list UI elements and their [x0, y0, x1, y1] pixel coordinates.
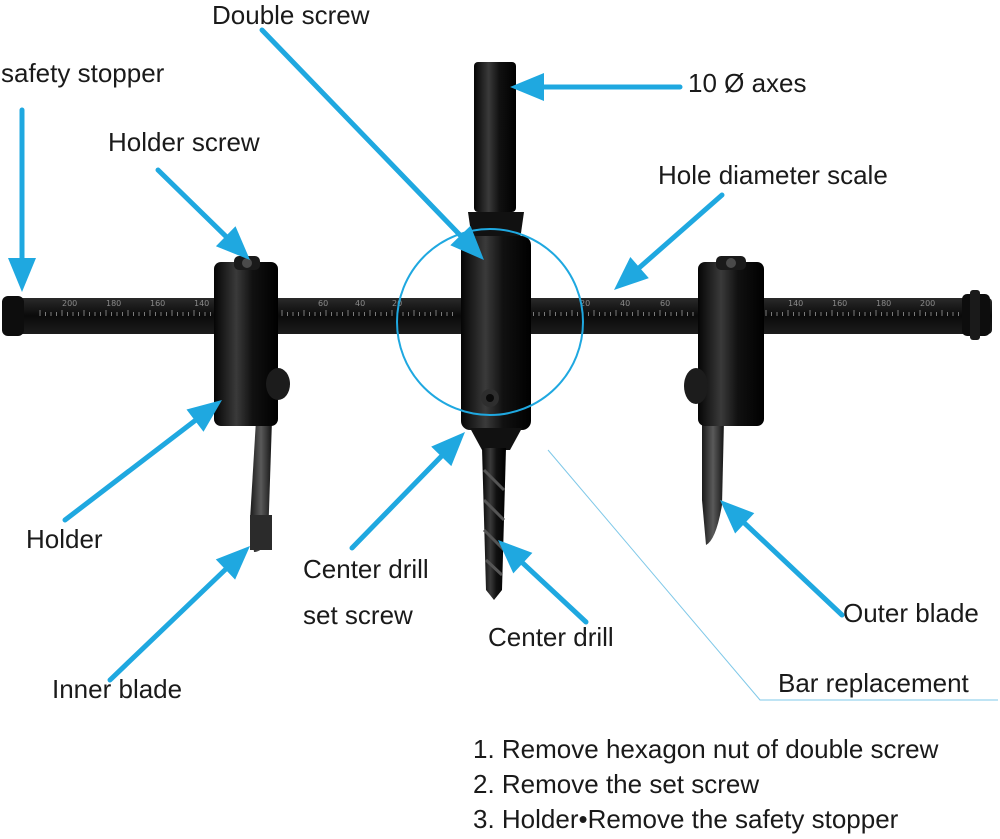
scale-right-3: 140 — [788, 299, 803, 308]
label-double-screw: Double screw — [212, 0, 370, 30]
double-screw-arrow — [259, 27, 484, 260]
hole-diameter-scale-arrow — [614, 192, 725, 290]
scale-left-2: 160 — [150, 299, 165, 308]
scale-left-0: 200 — [62, 299, 77, 308]
right-holder — [684, 256, 764, 545]
label-axes: 10 Ø axes — [688, 68, 807, 98]
holder-screw-arrow — [155, 167, 250, 260]
center-drill-arrow — [498, 540, 589, 625]
callout-arrows — [8, 27, 845, 683]
scale-right-0: 20 — [580, 299, 590, 308]
scale-right-5: 180 — [876, 299, 891, 308]
label-center-drill: Center drill — [488, 622, 614, 652]
hex-shank — [474, 62, 516, 212]
scale-left-3: 140 — [194, 299, 209, 308]
label-holder-screw: Holder screw — [108, 127, 260, 157]
center-drill-set-screw-arrow — [349, 432, 465, 551]
inner-blade-arrow — [107, 546, 250, 683]
scale-right-2: 60 — [660, 299, 670, 308]
scale-left-4: 60 — [318, 299, 328, 308]
label-inner-blade: Inner blade — [52, 674, 183, 704]
label-holder: Holder — [26, 524, 103, 554]
holder-arrow — [62, 400, 222, 523]
step-1: 1. Remove hexagon nut of double screw — [473, 734, 939, 764]
step-3: 3. Holder•Remove the safety stopper — [473, 804, 899, 834]
left-holder — [214, 256, 290, 552]
scale-left-6: 20 — [392, 299, 402, 308]
safety-stopper-arrow — [8, 107, 36, 292]
label-hole-diameter-scale: Hole diameter scale — [658, 160, 888, 190]
bar-replacement-guide-line — [547, 449, 998, 701]
step-2: 2. Remove the set screw — [473, 769, 760, 799]
axes-arrow — [510, 73, 683, 101]
holder-knob-right — [684, 368, 708, 404]
central-body — [461, 236, 531, 430]
label-center-drill-set-screw-line1: Center drill — [303, 554, 429, 584]
highlight-circle — [396, 228, 584, 416]
label-center-drill-set-screw-line2: set screw — [303, 600, 413, 630]
label-safety-stopper: safety stopper — [1, 58, 165, 88]
scale-right-6: 200 — [920, 299, 935, 308]
hole-diameter-scale-marks: 200 180 160 140 60 40 20 20 40 60 140 16… — [39, 299, 959, 316]
center-assembly — [461, 62, 531, 600]
label-outer-blade: Outer blade — [843, 598, 979, 628]
outer-blade-shape — [702, 420, 724, 545]
scale-left-5: 40 — [355, 299, 365, 308]
scale-right-4: 160 — [832, 299, 847, 308]
label-bar-replacement: Bar replacement — [778, 668, 969, 698]
holder-knob-left — [266, 368, 290, 400]
scale-right-1: 40 — [620, 299, 630, 308]
safety-stopper-left — [2, 296, 24, 336]
scale-left-1: 180 — [106, 299, 121, 308]
outer-blade-arrow — [720, 500, 845, 618]
